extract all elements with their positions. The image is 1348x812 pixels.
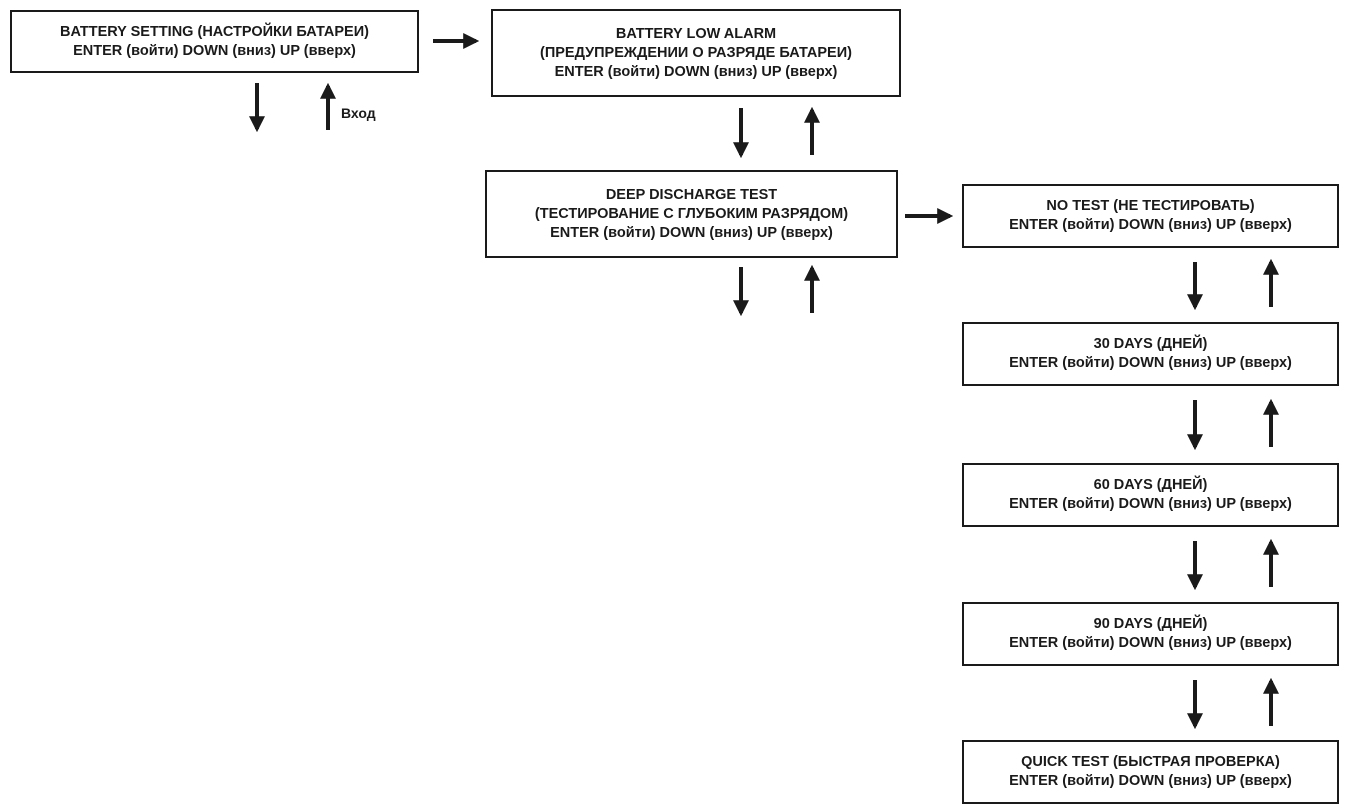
- node-battery-setting: BATTERY SETTING (НАСТРОЙКИ БАТАРЕИ) ENTE…: [10, 10, 419, 73]
- entry-label: Вход: [341, 105, 376, 121]
- node-controls: ENTER (войти) DOWN (вниз) UP (вверх): [1009, 773, 1292, 789]
- node-controls: ENTER (войти) DOWN (вниз) UP (вверх): [1009, 635, 1292, 651]
- node-controls: ENTER (войти) DOWN (вниз) UP (вверх): [1009, 496, 1292, 512]
- node-title: 90 DAYS (ДНЕЙ): [1093, 616, 1208, 632]
- node-title: 60 DAYS (ДНЕЙ): [1093, 477, 1208, 493]
- node-controls: ENTER (войти) DOWN (вниз) UP (вверх): [554, 63, 838, 80]
- node-controls: ENTER (войти) DOWN (вниз) UP (вверх): [550, 224, 833, 241]
- node-30-days: 30 DAYS (ДНЕЙ) ENTER (войти) DOWN (вниз)…: [962, 322, 1339, 386]
- node-title: QUICK TEST (БЫСТРАЯ ПРОВЕРКА): [1021, 754, 1280, 770]
- node-title: BATTERY LOW ALARM: [615, 25, 777, 42]
- node-controls: ENTER (войти) DOWN (вниз) UP (вверх): [1009, 355, 1292, 371]
- node-title: DEEP DISCHARGE TEST: [605, 186, 778, 203]
- node-controls: ENTER (войти) DOWN (вниз) UP (вверх): [1009, 217, 1292, 233]
- node-title: NO TEST (НЕ ТЕСТИРОВАТЬ): [1046, 198, 1255, 214]
- node-deep-discharge-test: DEEP DISCHARGE TEST (ТЕСТИРОВАНИЕ С ГЛУБ…: [485, 170, 898, 258]
- node-quick-test: QUICK TEST (БЫСТРАЯ ПРОВЕРКА) ENTER (вой…: [962, 740, 1339, 804]
- node-controls: ENTER (войти) DOWN (вниз) UP (вверх): [73, 42, 356, 59]
- node-title: 30 DAYS (ДНЕЙ): [1093, 336, 1208, 352]
- node-no-test: NO TEST (НЕ ТЕСТИРОВАТЬ) ENTER (войти) D…: [962, 184, 1339, 248]
- node-60-days: 60 DAYS (ДНЕЙ) ENTER (войти) DOWN (вниз)…: [962, 463, 1339, 527]
- node-battery-low-alarm: BATTERY LOW ALARM (ПРЕДУПРЕЖДЕНИИ О РАЗР…: [491, 9, 901, 97]
- node-title: BATTERY SETTING (НАСТРОЙКИ БАТАРЕИ): [60, 23, 369, 40]
- node-subtitle: (ПРЕДУПРЕЖДЕНИИ О РАЗРЯДЕ БАТАРЕИ): [540, 44, 852, 61]
- node-90-days: 90 DAYS (ДНЕЙ) ENTER (войти) DOWN (вниз)…: [962, 602, 1339, 666]
- node-subtitle: (ТЕСТИРОВАНИЕ С ГЛУБОКИМ РАЗРЯДОМ): [534, 205, 849, 222]
